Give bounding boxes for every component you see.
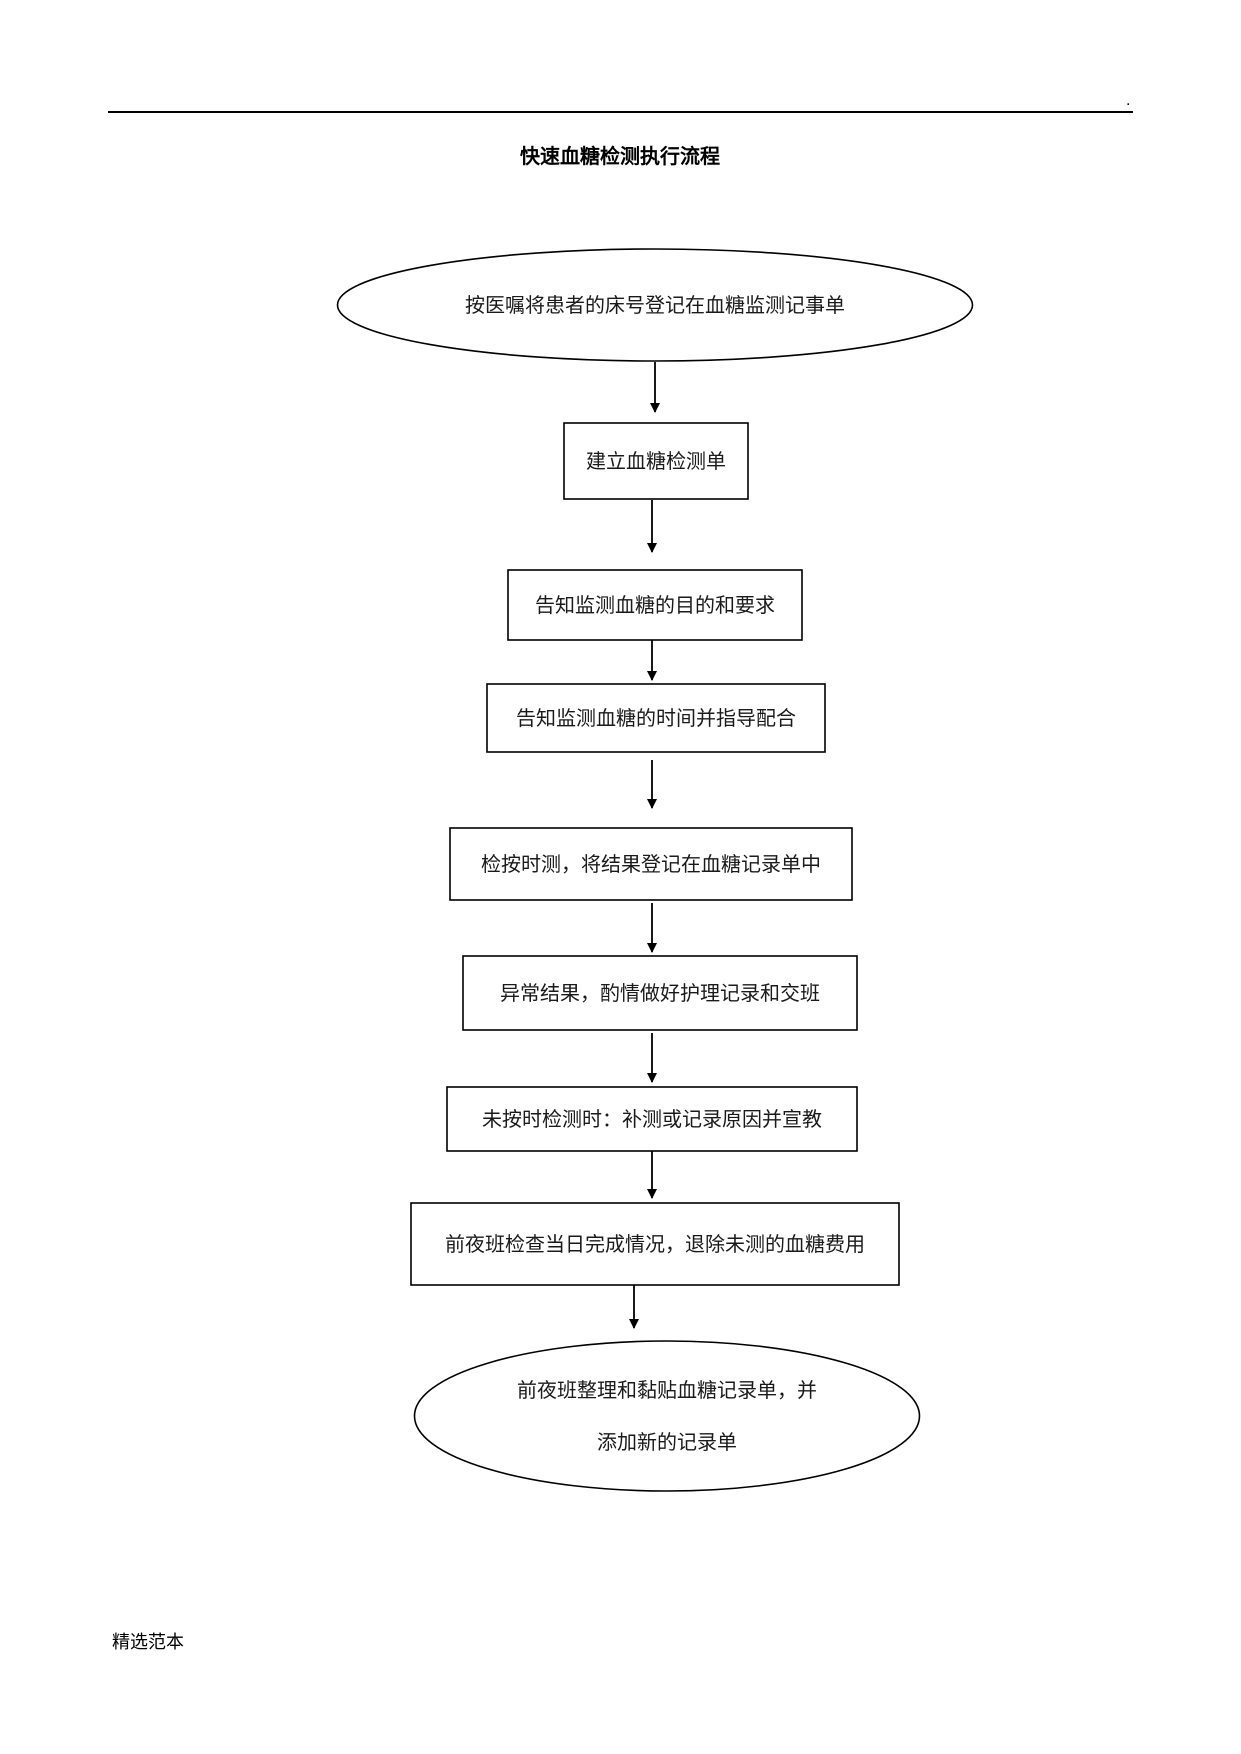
flow-node-7: 未按时检测时：补测或记录原因并宣教 xyxy=(446,1086,858,1152)
flow-node-ellipse xyxy=(413,1340,921,1492)
flow-node-1: 按医嘱将患者的床号登记在血糖监测记事单 xyxy=(336,248,974,362)
flow-node-label: 检按时测，将结果登记在血糖记录单中 xyxy=(481,852,821,876)
flow-node-box xyxy=(486,683,826,753)
flow-node-label: 未按时检测时：补测或记录原因并宣教 xyxy=(482,1107,822,1131)
flow-node-box xyxy=(410,1202,900,1286)
header-rule xyxy=(108,111,1133,113)
flow-node-box xyxy=(462,955,858,1031)
flow-node-2: 建立血糖检测单 xyxy=(563,422,749,500)
flow-node-box xyxy=(446,1086,858,1152)
flow-node-label: 建立血糖检测单 xyxy=(586,449,726,473)
flow-node-label: 添加新的记录单 xyxy=(597,1430,737,1454)
flow-node-label: 前夜班整理和黏贴血糖记录单，并 xyxy=(517,1378,817,1402)
flow-node-5: 检按时测，将结果登记在血糖记录单中 xyxy=(449,827,853,901)
flow-node-8: 前夜班检查当日完成情况，退除未测的血糖费用 xyxy=(410,1202,900,1286)
flow-node-label: 异常结果，酌情做好护理记录和交班 xyxy=(500,981,820,1005)
flow-node-box xyxy=(449,827,853,901)
header-mark: . xyxy=(1126,93,1131,109)
flow-node-label: 前夜班检查当日完成情况，退除未测的血糖费用 xyxy=(445,1232,865,1256)
flow-node-label: 告知监测血糖的目的和要求 xyxy=(535,593,775,617)
flow-node-6: 异常结果，酌情做好护理记录和交班 xyxy=(462,955,858,1031)
flow-node-box xyxy=(507,569,803,641)
flow-node-4: 告知监测血糖的时间并指导配合 xyxy=(486,683,826,753)
page-title: 快速血糖检测执行流程 xyxy=(520,144,720,168)
flow-node-label: 告知监测血糖的时间并指导配合 xyxy=(516,706,796,730)
flow-node-label: 按医嘱将患者的床号登记在血糖监测记事单 xyxy=(465,293,845,317)
flow-node-3: 告知监测血糖的目的和要求 xyxy=(507,569,803,641)
flow-node-box xyxy=(563,422,749,500)
footer-label: 精选范本 xyxy=(112,1632,184,1653)
flow-node-ellipse xyxy=(336,248,974,362)
